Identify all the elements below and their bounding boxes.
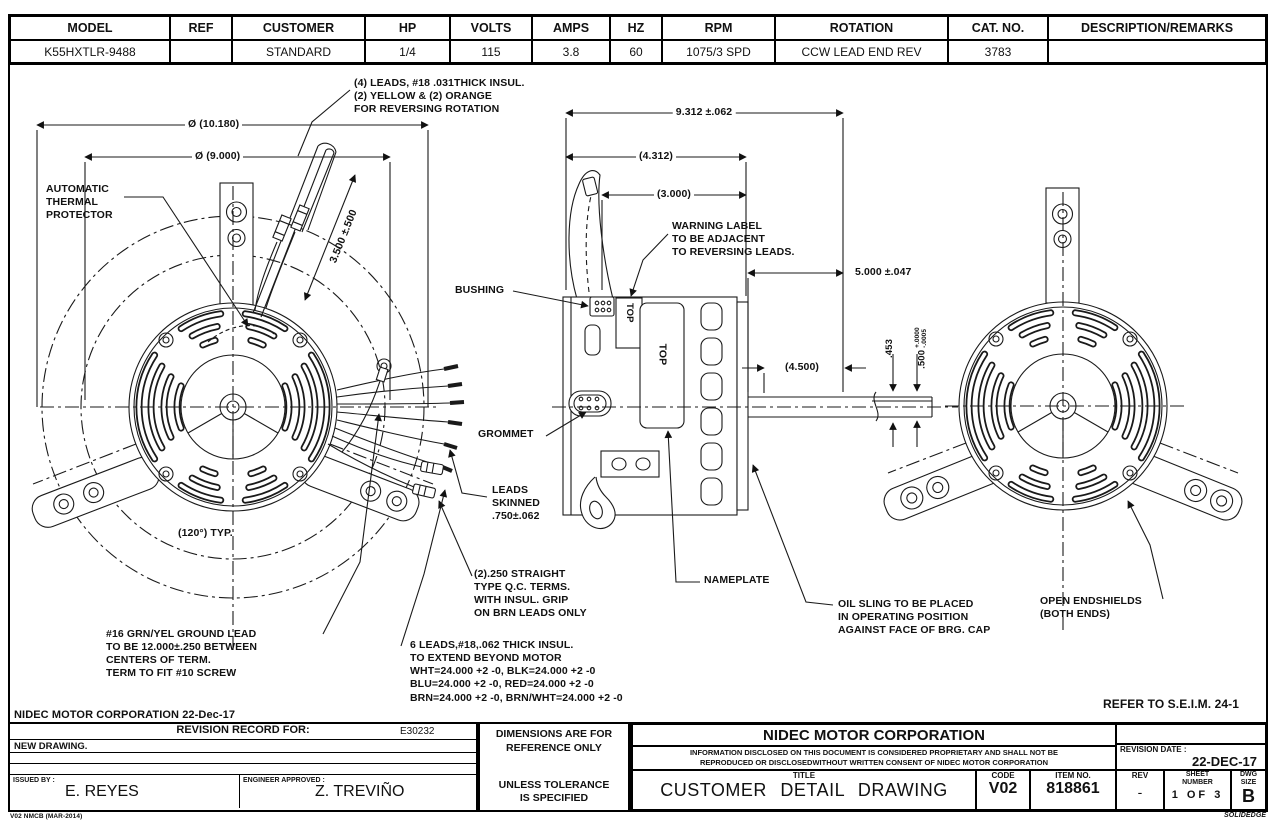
- revision-empty-row: [10, 764, 476, 775]
- spec-value-model: K55HXTLR-9488: [10, 40, 170, 63]
- dim-4-312: (4.312): [636, 150, 676, 164]
- title-cell: TITLE CUSTOMER DETAIL DRAWING: [632, 770, 976, 810]
- revision-date-value: 22-DEC-17: [1191, 754, 1257, 769]
- spec-header-customer: CUSTOMER: [232, 16, 365, 40]
- item-no-label: ITEM NO.: [1055, 771, 1091, 780]
- spec-value-catno: 3783: [948, 40, 1048, 63]
- dim-diameter-9-000: Ø (9.000): [192, 150, 244, 164]
- signature-row: ISSUED BY : E. REYES ENGINEER APPROVED :…: [10, 775, 476, 808]
- rev-label: REV: [1131, 771, 1149, 780]
- engineer-approved-cell: ENGINEER APPROVED : Z. TREVIÑO: [240, 775, 476, 808]
- note-refer-seim: REFER TO S.E.I.M. 24-1: [1103, 697, 1240, 711]
- engineer-approved-label: ENGINEER APPROVED :: [243, 777, 325, 784]
- note-bushing: BUSHING: [455, 284, 505, 296]
- revision-date-cell: REVISION DATE : 22-DEC-17: [1116, 744, 1266, 770]
- rev-cell: REV -: [1116, 770, 1164, 810]
- dim-500-tolerance: +.0000-.0005: [914, 327, 928, 348]
- spec-value-rpm: 1075/3 SPD: [662, 40, 775, 63]
- dimensions-note-block: DIMENSIONS ARE FOR REFERENCE ONLY UNLESS…: [478, 722, 630, 812]
- sheet-number-label: SHEET NUMBER: [1182, 771, 1213, 786]
- spec-header-hp: HP: [365, 16, 450, 40]
- dim-shaft-flat-453: .453: [884, 339, 896, 358]
- note-ground-lead: #16 GRN/YEL GROUND LEAD TO BE 12.000±.25…: [106, 628, 258, 680]
- revision-record-label: REVISION RECORD FOR:: [176, 724, 310, 736]
- spec-value-volts: 115: [450, 40, 532, 63]
- corp-date-note: NIDEC MOTOR CORPORATION 22-Dec-17: [14, 709, 236, 721]
- note-reversing-leads: (4) LEADS, #18 .031THICK INSUL. (2) YELL…: [354, 77, 525, 116]
- drawing-title: CUSTOMER DETAIL DRAWING: [660, 780, 948, 800]
- cad-system-label: SOLIDEDGE: [1224, 812, 1267, 819]
- dims-reference-note: DIMENSIONS ARE FOR REFERENCE ONLY: [495, 728, 613, 754]
- dwg-size-value: B: [1242, 786, 1255, 807]
- spec-header-amps: AMPS: [532, 16, 610, 40]
- note-warning-label: WARNING LABEL TO BE ADJACENT TO REVERSIN…: [672, 220, 795, 259]
- note-thermal-protector: AUTOMATIC THERMAL PROTECTOR: [46, 183, 113, 222]
- spec-value-row: K55HXTLR-9488 STANDARD 1/4 115 3.8 60 10…: [10, 40, 1266, 63]
- revision-record-header: REVISION RECORD FOR: E30232: [10, 724, 476, 740]
- note-grommet: GROMMET: [478, 428, 534, 440]
- dim-120-typ: (120°) TYP.: [178, 527, 233, 539]
- sheet-number-cell: SHEET NUMBER 1 OF 3: [1164, 770, 1231, 810]
- spec-value-amps: 3.8: [532, 40, 610, 63]
- spec-header-volts: VOLTS: [450, 16, 532, 40]
- issued-by-name: E. REYES: [65, 783, 139, 800]
- issued-by-cell: ISSUED BY : E. REYES: [10, 775, 240, 808]
- revision-note-row: NEW DRAWING.: [10, 740, 476, 753]
- code-cell: CODE V02: [976, 770, 1030, 810]
- rev-value: -: [1137, 784, 1143, 800]
- issued-by-label: ISSUED BY :: [13, 777, 55, 784]
- spec-header-hz: HZ: [610, 16, 662, 40]
- spec-header-model: MODEL: [10, 16, 170, 40]
- spec-value-rotation: CCW LEAD END REV: [775, 40, 948, 63]
- code-label: CODE: [991, 771, 1015, 780]
- dim-shaft-5-000: 5.000 ±.047: [852, 266, 915, 280]
- note-open-endshields: OPEN ENDSHIELDS (BOTH ENDS): [1040, 595, 1142, 621]
- note-nameplate: NAMEPLATE: [704, 574, 770, 586]
- spec-header-description: DESCRIPTION/REMARKS: [1048, 16, 1266, 40]
- note-qc-terminals: (2).250 STRAIGHT TYPE Q.C. TERMS. WITH I…: [474, 568, 587, 620]
- title-block-spacer: [1116, 724, 1266, 744]
- top-marking-small: TOP: [623, 302, 635, 323]
- revision-date-label: REVISION DATE :: [1120, 745, 1187, 754]
- tolerance-note: UNLESS TOLERANCE IS SPECIFIED: [498, 778, 610, 805]
- main-title-block: NIDEC MOTOR CORPORATION INFORMATION DISC…: [630, 722, 1268, 812]
- spec-header-rotation: ROTATION: [775, 16, 948, 40]
- dim-diameter-10-180: Ø (10.180): [185, 118, 243, 132]
- item-no-cell: ITEM NO. 818861: [1030, 770, 1116, 810]
- spec-value-hp: 1/4: [365, 40, 450, 63]
- note-oil-sling: OIL SLING TO BE PLACED IN OPERATING POSI…: [838, 598, 991, 637]
- dim-overall-9-312: 9.312 ±.062: [672, 106, 736, 120]
- sheet-number-value: 1 OF 3: [1171, 789, 1224, 802]
- spec-value-customer: STANDARD: [232, 40, 365, 63]
- dwg-size-cell: DWG SIZE B: [1231, 770, 1266, 810]
- spec-value-description: [1048, 40, 1266, 63]
- dim-shaft-dia-500: .500+.0000-.0005: [914, 305, 929, 369]
- title-label: TITLE: [792, 771, 816, 780]
- note-leads-skinned: LEADS SKINNED .750±.062: [492, 484, 540, 523]
- company-name: NIDEC MOTOR CORPORATION: [632, 724, 1116, 746]
- note-six-leads: 6 LEADS,#18,.062 THICK INSUL. TO EXTEND …: [410, 639, 623, 704]
- code-value: V02: [988, 780, 1018, 797]
- spec-table: MODEL REF CUSTOMER HP VOLTS AMPS HZ RPM …: [8, 14, 1268, 65]
- spec-header-rpm: RPM: [662, 16, 775, 40]
- revision-record-number: E30232: [400, 726, 435, 737]
- dwg-size-label: DWG SIZE: [1239, 771, 1258, 786]
- top-marking-nameplate: TOP: [656, 343, 669, 366]
- engineer-approved-name: Z. TREVIÑO: [315, 783, 405, 800]
- revision-record-block: REVISION RECORD FOR: E30232 NEW DRAWING.…: [8, 722, 478, 812]
- spec-value-hz: 60: [610, 40, 662, 63]
- spec-header-catno: CAT. NO.: [948, 16, 1048, 40]
- item-no-value: 818861: [1046, 780, 1100, 797]
- dim-shaft-4-500: (4.500): [782, 361, 822, 375]
- spec-header-row: MODEL REF CUSTOMER HP VOLTS AMPS HZ RPM …: [10, 16, 1266, 40]
- form-code: V02 NMCB (MAR-2014): [10, 813, 83, 820]
- spec-value-ref: [170, 40, 232, 63]
- dim-500-value: .500: [916, 349, 928, 369]
- proprietary-notice: INFORMATION DISCLOSED ON THIS DOCUMENT I…: [632, 746, 1116, 770]
- revision-empty-row: [10, 753, 476, 764]
- spec-header-ref: REF: [170, 16, 232, 40]
- dim-3-000: (3.000): [654, 188, 694, 202]
